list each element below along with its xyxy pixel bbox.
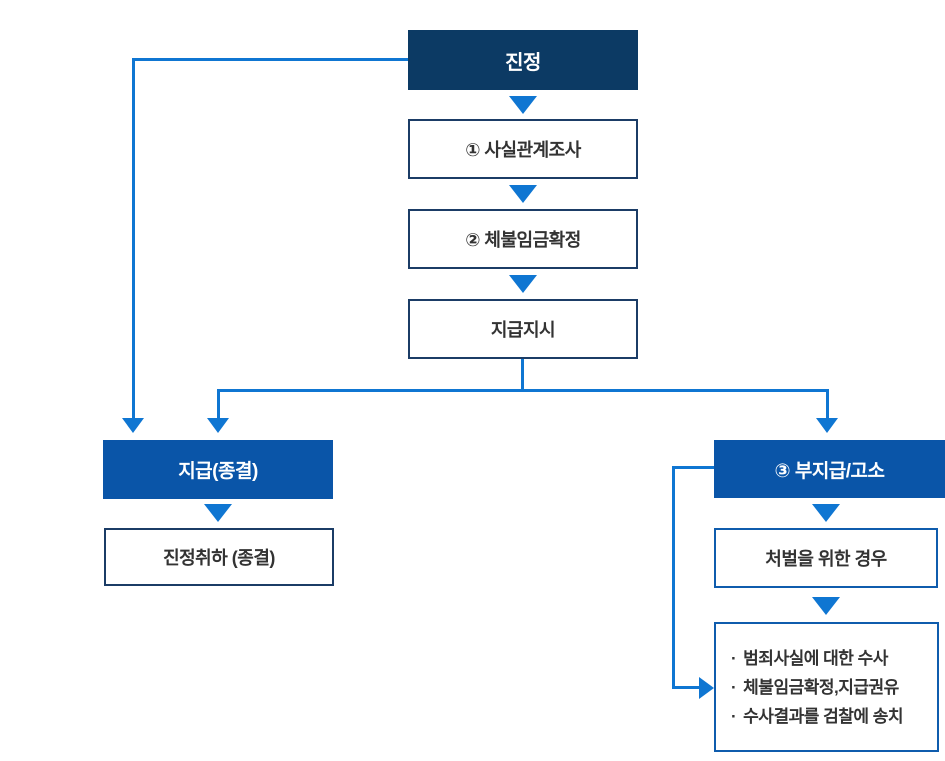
wage-confirmation-node: ② 체불임금확정 <box>408 209 638 269</box>
investigation-item-label: 범죄사실에 대한 수사 <box>743 648 888 668</box>
connector-branch-left-vertical <box>217 389 220 419</box>
bullet-dot-icon: · <box>731 648 737 668</box>
withdrawal-node: 진정취하 (종결) <box>104 528 334 586</box>
connector-branch-horizontal <box>217 389 829 392</box>
arrow-down-icon <box>509 96 537 114</box>
nonpayment-accusation-label: ③ 부지급/고소 <box>774 460 885 482</box>
arrowhead-down-icon <box>122 418 144 433</box>
start-node-label: 진정 <box>505 51 541 74</box>
connector-paymentorder-stem <box>521 359 524 392</box>
connector-start-to-left-horizontal <box>132 58 408 61</box>
connector-nonpayment-in-horizontal <box>672 686 699 689</box>
list-item: · 체불임금확정,지급권유 <box>731 673 937 702</box>
connector-nonpayment-out-horizontal <box>672 466 714 469</box>
bullet-dot-icon: · <box>731 677 737 697</box>
arrow-down-icon <box>204 504 232 522</box>
payment-closed-label: 지급(종결) <box>178 461 258 482</box>
punishment-case-node: 처벌을 위한 경우 <box>714 528 938 588</box>
arrowhead-down-icon <box>207 418 229 433</box>
payment-order-node: 지급지시 <box>408 299 638 359</box>
arrow-down-icon <box>509 185 537 203</box>
payment-closed-node: 지급(종결) <box>103 440 333 499</box>
punishment-case-label: 처벌을 위한 경우 <box>765 549 887 569</box>
arrowhead-down-icon <box>816 418 838 433</box>
payment-order-label: 지급지시 <box>490 320 556 340</box>
connector-branch-right-vertical <box>826 389 829 419</box>
arrow-down-icon <box>812 597 840 615</box>
connector-start-to-left-vertical <box>132 58 135 419</box>
investigation-item-label: 체불임금확정,지급권유 <box>743 677 899 697</box>
wage-confirmation-label: ② 체불임금확정 <box>465 230 581 250</box>
arrow-down-icon <box>812 504 840 522</box>
connector-nonpayment-vertical <box>672 466 675 689</box>
investigation-detail-node: · 범죄사실에 대한 수사 · 체불임금확정,지급권유 · 수사결과를 검찰에 … <box>714 622 939 752</box>
investigation-item-label: 수사결과를 검찰에 송치 <box>743 706 904 726</box>
list-item: · 범죄사실에 대한 수사 <box>731 644 937 673</box>
bullet-dot-icon: · <box>731 706 737 726</box>
arrow-down-icon <box>509 275 537 293</box>
withdrawal-label: 진정취하 (종결) <box>163 548 275 568</box>
fact-investigation-node: ① 사실관계조사 <box>408 119 638 179</box>
nonpayment-accusation-node: ③ 부지급/고소 <box>714 440 945 498</box>
list-item: · 수사결과를 검찰에 송치 <box>731 702 937 731</box>
fact-investigation-label: ① 사실관계조사 <box>465 140 581 160</box>
arrowhead-right-icon <box>699 677 714 699</box>
start-node: 진정 <box>408 30 638 90</box>
